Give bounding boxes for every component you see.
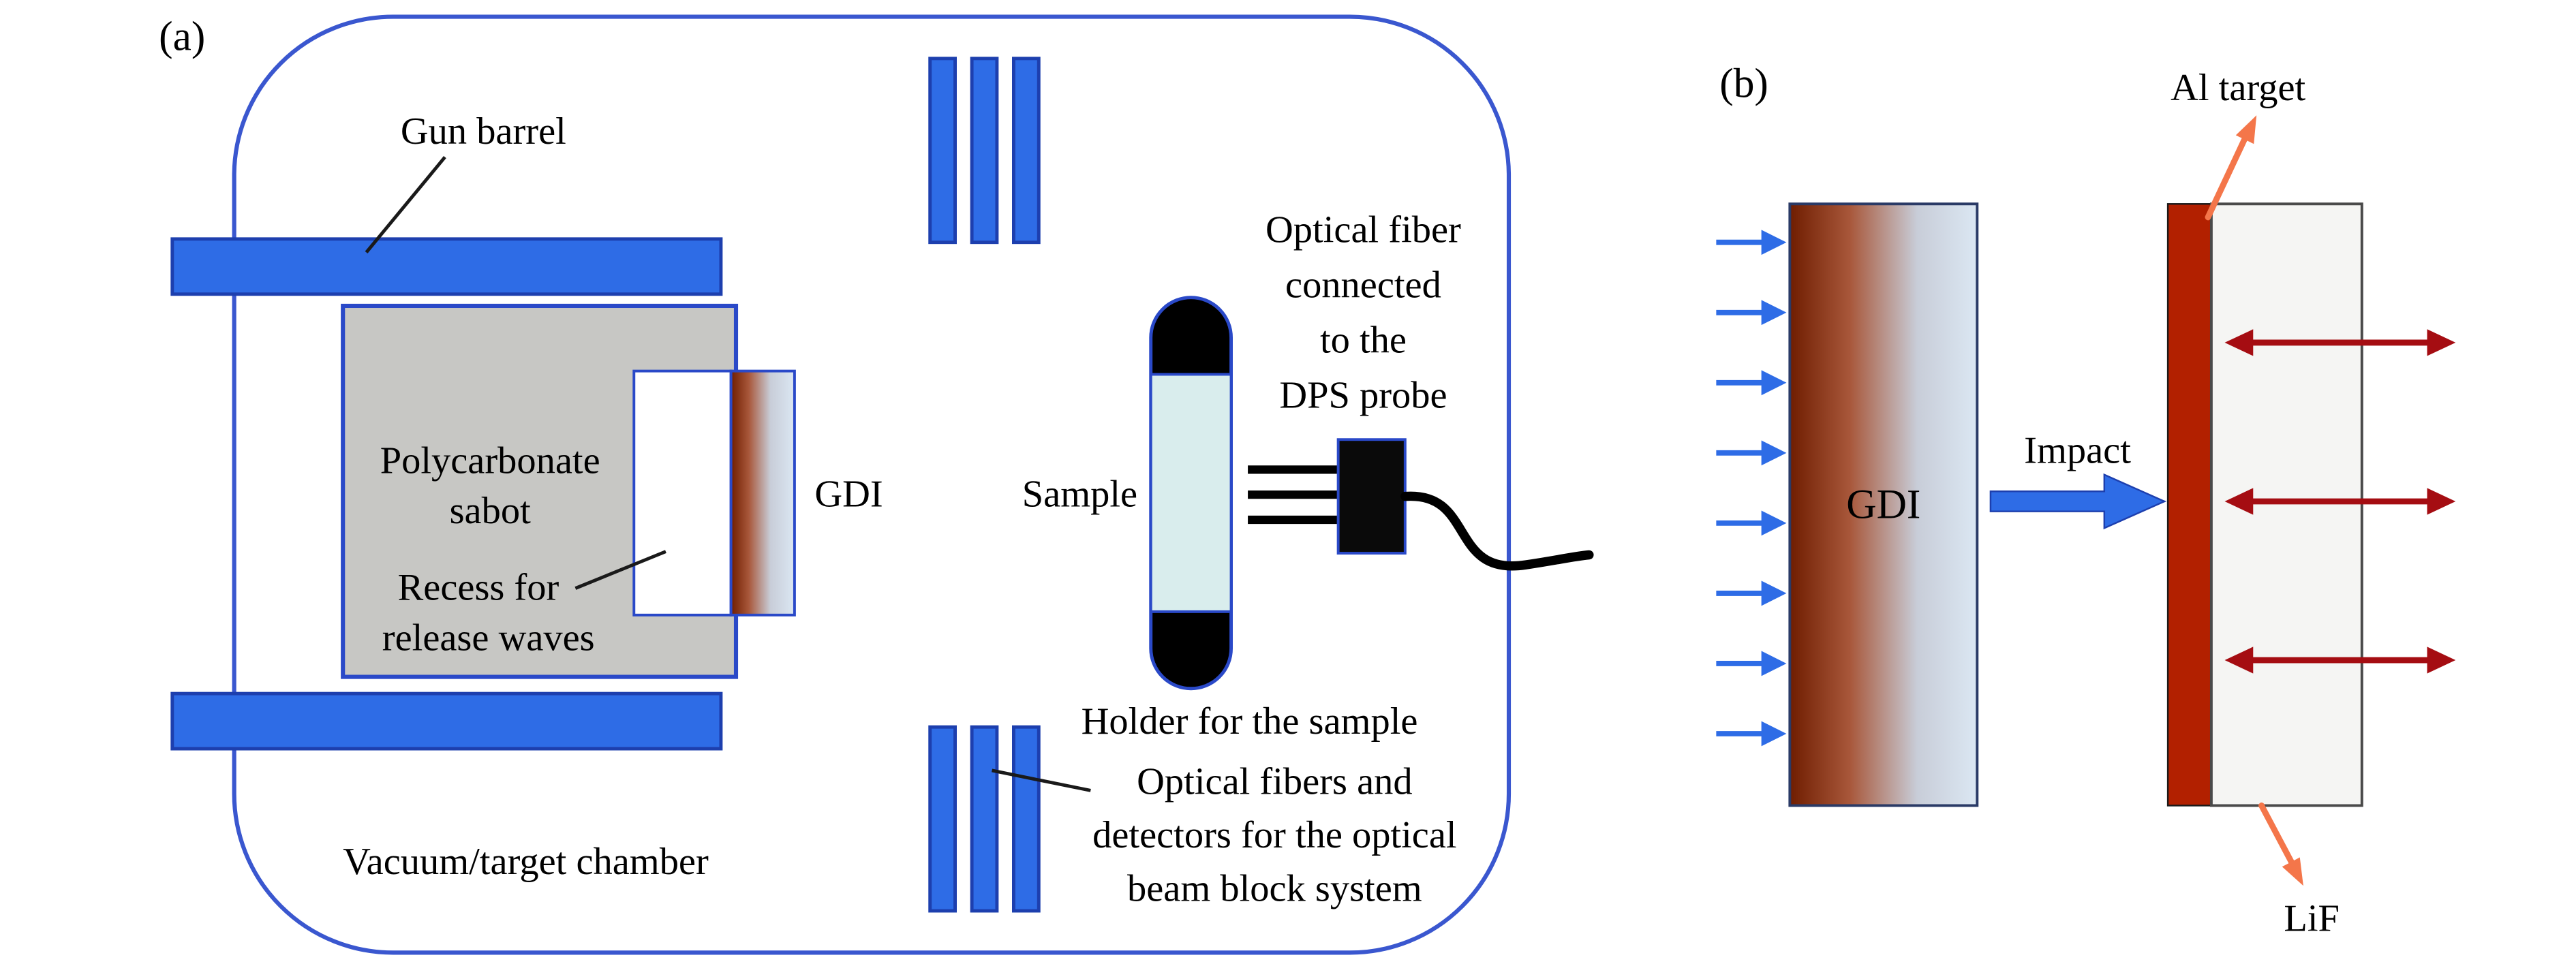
dps-probe-connector [1336,438,1407,555]
lif-pointer-line [2258,803,2295,866]
sample-body [1149,373,1233,613]
optical-fiber-cable [1400,491,1594,571]
lif-label: LiF [2284,897,2340,939]
beam-block-bar-bottom-3 [1012,725,1041,913]
gdi-impactor [729,369,796,617]
vacuum-chamber-label: Vacuum/target chamber [343,841,709,883]
al-target-strip [2166,203,2213,807]
velocity-arrow-4-head [1761,440,1787,466]
recess-for-release-waves-cavity [632,369,733,617]
beam-block-bar-bottom-2 [970,725,999,913]
velocity-arrow-6-head [1761,580,1787,606]
beam-block-bar-top-1 [928,57,957,245]
sample-label: Sample [1022,473,1137,515]
impact-arrow [1989,473,2167,530]
wave-arrow-3-left-head [2224,646,2254,674]
panel-b: (b) GDI Impact Al target L [1716,60,2456,939]
optical-fiber-label-line1: Optical fiber [1266,209,1461,251]
wave-arrow-2-right-head [2427,488,2456,515]
recess-label-line1: Recess for [398,567,559,609]
beam-block-pointer-line [992,768,1091,792]
panel-a-label: (a) [159,14,205,60]
beam-block-bar-bottom-1 [928,725,957,913]
vacuum-chamber-outline [232,14,1512,955]
incoming-velocity-arrows [1716,230,1787,747]
al-target-label: Al target [2171,67,2305,109]
beam-block-label-line2: detectors for the optical [1092,814,1457,856]
panel-a: (a) Gun barrel Polycarbonate sabot Reces… [159,14,1594,955]
gun-barrel-bar [170,237,723,296]
velocity-arrow-1-head [1761,230,1787,255]
beam-block-bar-top-2 [970,57,999,245]
release-wave-arrows [2224,329,2456,674]
wave-arrow-2-left-head [2224,488,2254,515]
gun-barrel-pointer-line [365,156,446,254]
gdi-label-b: GDI [1846,482,1920,528]
al-target-pointer-head [2235,115,2257,144]
panel-b-label: (b) [1719,60,1768,106]
wave-arrow-1-left-head [2224,329,2254,356]
lower-support-bar [170,691,723,751]
impact-label: Impact [2024,430,2131,472]
velocity-arrow-7-head [1761,651,1787,676]
beam-block-label-line1: Optical fibers and [1137,760,1412,803]
wave-arrow-1-right-head [2427,329,2456,356]
beam-block-bar-top-3 [1012,57,1041,245]
optical-fiber-label-line4: DPS probe [1279,375,1447,417]
wave-arrow-3-right-head [2427,646,2456,674]
velocity-arrow-3-head [1761,370,1787,396]
lif-pointer-head [2282,857,2303,886]
velocity-arrow-2-head [1761,300,1787,326]
recess-pointer-line [574,550,666,590]
sabot-label-line2: sabot [450,490,531,532]
optical-fiber-label-line2: connected [1285,264,1441,307]
gun-barrel-label: Gun barrel [401,110,566,153]
optical-fiber-label-line3: to the [1320,320,1407,362]
beam-block-label-line3: beam block system [1127,867,1422,909]
velocity-arrow-5-head [1761,510,1787,536]
al-target-pointer-line [2205,136,2248,221]
gdi-flyer-block [1788,202,1979,807]
sabot-label-line1: Polycarbonate [380,439,600,482]
holder-label: Holder for the sample [1082,700,1418,743]
recess-label-line2: release waves [382,617,595,659]
gdi-label-a: GDI [814,473,883,515]
velocity-arrow-8-head [1761,721,1787,747]
